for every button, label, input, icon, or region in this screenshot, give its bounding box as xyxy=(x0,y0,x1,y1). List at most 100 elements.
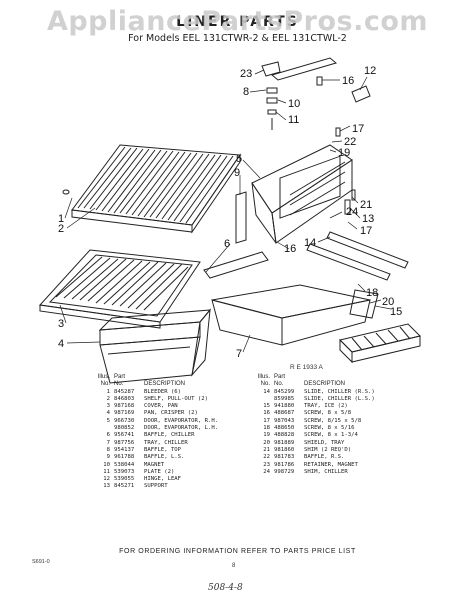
cell-no: 4 xyxy=(106,410,110,417)
cell-part: 966730 xyxy=(114,417,135,424)
cell-desc: HINGE, LEAF xyxy=(144,476,182,483)
callout-1: 1 xyxy=(58,213,64,225)
cell-part: 998729 xyxy=(274,468,295,475)
callout-5: 5 xyxy=(236,153,242,165)
callout-16b: 16 xyxy=(284,243,296,255)
callout-13: 13 xyxy=(362,213,374,225)
cell-no: 20 xyxy=(263,439,270,446)
cell-desc: TRAY, ICE (2) xyxy=(304,403,348,410)
cell-part: 488687 xyxy=(274,410,295,417)
callout-19: 19 xyxy=(338,147,350,159)
cell-no xyxy=(256,396,274,403)
cell-part: 956741 xyxy=(114,432,135,439)
chiller-baffle-illustration xyxy=(203,251,269,279)
cell-part: 846803 xyxy=(114,395,135,402)
callout-22: 22 xyxy=(344,136,356,148)
table-row: 6 956741 BAFFLE, CHILLER xyxy=(96,432,218,439)
cell-desc: BLEEDER (6) xyxy=(144,388,182,395)
cell-no: 13 xyxy=(103,483,110,490)
cell-part: 981786 xyxy=(274,461,295,468)
cell-desc: DOOR, EVAPORATOR, R.H. xyxy=(144,417,219,424)
cell-no: 6 xyxy=(106,432,110,439)
page-title: LINER PARTS xyxy=(176,14,299,30)
callout-8: 8 xyxy=(243,86,249,98)
cell-part: 987168 xyxy=(114,403,135,410)
cell-no: 19 xyxy=(263,432,270,439)
support-illustration xyxy=(344,199,351,215)
table-row: 10 538044 MAGNET xyxy=(96,462,218,469)
cell-part: 980852 xyxy=(114,425,135,432)
ordering-info-footer: FOR ORDERING INFORMATION REFER TO PARTS … xyxy=(119,548,356,555)
callout-24: 24 xyxy=(346,206,358,218)
page-number: 8 xyxy=(232,563,236,569)
parts-table-right: Illus. Part No. No. DESCRIPTION 14 845299… xyxy=(256,374,375,476)
top-baffle-illustration xyxy=(270,57,338,81)
cell-part: 845299 xyxy=(274,388,295,395)
cell-desc: BAFFLE, TOP xyxy=(144,446,182,453)
cell-no: 15 xyxy=(263,403,270,410)
cell-part: 539055 xyxy=(114,476,135,483)
callout-23: 23 xyxy=(240,68,252,80)
cell-desc: SHELF, PULL-OUT (2) xyxy=(144,395,208,402)
callout-12: 12 xyxy=(364,65,376,77)
cell-no: 11 xyxy=(103,468,110,475)
cell-desc: BAFFLE, CHILLER xyxy=(144,432,195,439)
cell-no: 1 xyxy=(106,388,110,395)
cell-desc: SCREW, 8/15 x 5/8 xyxy=(304,417,362,424)
catalog-code: S691-0 xyxy=(32,559,50,565)
table-header-row-2: No. No. DESCRIPTION xyxy=(100,381,186,388)
cell-no: 22 xyxy=(263,454,270,461)
cell-part: 981860 xyxy=(274,446,295,453)
cell-no: 14 xyxy=(263,388,270,395)
callout-labels: 1 2 3 4 5 6 7 8 9 10 11 12 13 14 15 16 1… xyxy=(58,65,402,360)
cell-no: 23 xyxy=(263,461,270,468)
table-row: 980852 DOOR, EVAPORATOR, L.H. xyxy=(96,425,218,432)
cell-part: 538044 xyxy=(114,461,135,468)
cell-desc: SCREW, 8 x 1-3/4 xyxy=(304,432,358,439)
callout-14: 14 xyxy=(304,237,316,249)
cell-desc: SHIELD, TRAY xyxy=(304,439,345,446)
handwritten-note: 508-4-8 xyxy=(208,583,243,593)
cell-desc: BAFFLE, R.S. xyxy=(304,454,345,461)
callout-4: 4 xyxy=(58,338,64,350)
table-header-row-1: Illus. Part xyxy=(257,374,286,380)
cell-part: 987169 xyxy=(114,410,135,417)
cell-desc: BAFFLE, L.S. xyxy=(144,454,185,461)
cell-desc: SCREW, 8 x 5/16 xyxy=(304,425,355,432)
callout-6: 6 xyxy=(224,238,230,250)
cell-desc: DOOR, EVAPORATOR, L.H. xyxy=(144,425,219,432)
page-subtitle: For Models EEL 131CTWR-2 & EEL 131CTWL-2 xyxy=(128,33,347,44)
cell-desc: TRAY, CHILLER xyxy=(144,439,188,446)
pull-out-shelf-illustration xyxy=(71,144,241,234)
figure-reference: R E 1933 A xyxy=(290,364,323,371)
table-row: 21 981860 SHIM (2 REQ'D) xyxy=(256,447,375,454)
cell-no xyxy=(96,425,114,432)
cell-desc: PLATE (2) xyxy=(144,468,175,475)
cell-desc: SHIM (2 REQ'D) xyxy=(304,446,352,453)
cell-no: 21 xyxy=(263,446,270,453)
cell-no: 7 xyxy=(106,439,110,446)
cell-part: 488650 xyxy=(274,425,295,432)
pan-cover-illustration xyxy=(38,249,201,329)
cell-no: 10 xyxy=(103,461,110,468)
callout-3: 3 xyxy=(58,318,64,330)
cell-desc: MAGNET xyxy=(144,461,165,468)
evaporator-door-illustration xyxy=(251,144,353,244)
table-header-row-2: No. No. DESCRIPTION xyxy=(260,381,346,388)
cell-no: 8 xyxy=(106,446,110,453)
callout-15: 15 xyxy=(390,306,402,318)
